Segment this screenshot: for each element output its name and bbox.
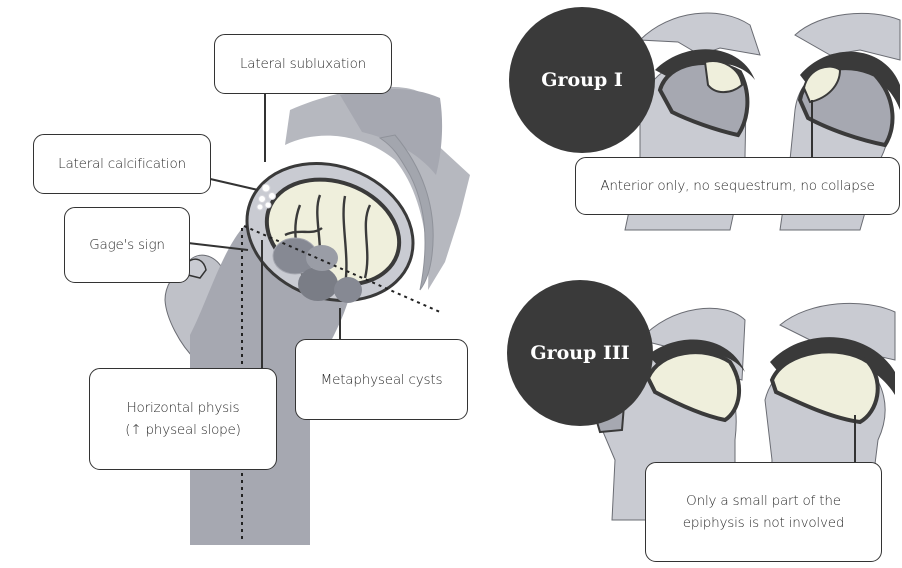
horizontal-physis-line2: (↑ physeal slope) bbox=[125, 422, 240, 438]
g1-hip1-pelvis bbox=[640, 13, 760, 55]
group-1-caption: Anterior only, no sequestrum, no collaps… bbox=[575, 157, 900, 215]
label-lateral-subluxation: Lateral subluxation bbox=[214, 34, 392, 94]
horizontal-physis-line1: Horizontal physis bbox=[127, 400, 240, 416]
leader-lateral-calcification bbox=[206, 178, 258, 190]
group-3-caption-line2: epiphysis is not involved bbox=[683, 515, 845, 531]
label-lateral-calcification: Lateral calcification bbox=[33, 134, 211, 194]
group-3-badge: Group III bbox=[507, 280, 653, 426]
label-gages-sign: Gage's sign bbox=[64, 207, 190, 283]
group-1-badge: Group I bbox=[509, 7, 655, 153]
group-3-caption-line1: Only a small part of the bbox=[686, 493, 841, 509]
label-metaphyseal-cysts: Metaphyseal cysts bbox=[295, 339, 468, 420]
group-3-caption: Only a small part of the epiphysis is no… bbox=[645, 462, 882, 562]
label-horizontal-physis: Horizontal physis (↑ physeal slope) bbox=[89, 368, 277, 470]
